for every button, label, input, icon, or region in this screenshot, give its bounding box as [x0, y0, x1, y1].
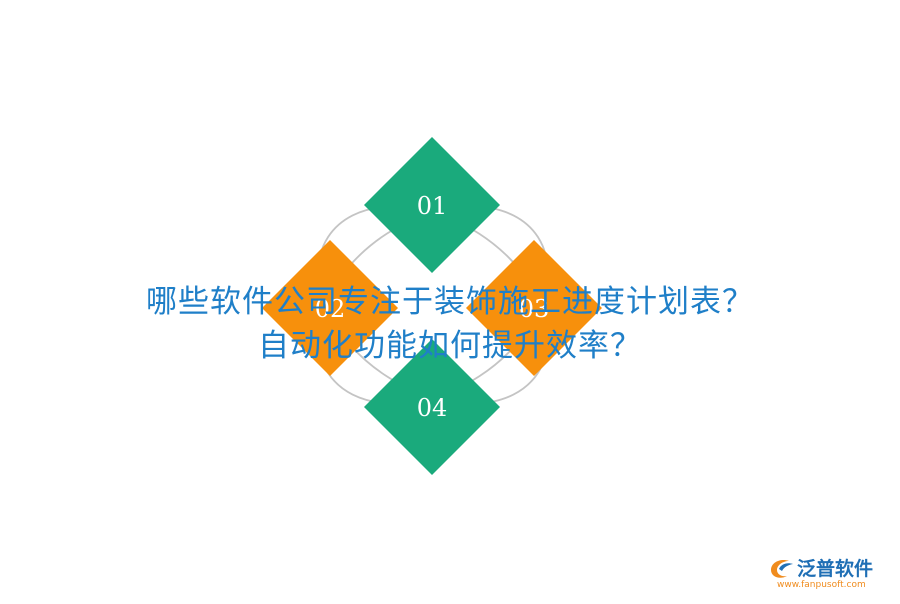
- fanpu-logo-icon: [771, 560, 793, 578]
- diamond-01-shape: [364, 137, 500, 273]
- brand-name: 泛普软件: [797, 558, 874, 580]
- headline-line-1: 哪些软件公司专注于装饰施工进度计划表？: [146, 284, 754, 320]
- diamond-01: 01: [364, 137, 500, 273]
- diamond-01-label: 01: [417, 192, 448, 220]
- diamond-04: 04: [364, 339, 500, 475]
- diamond-04-label: 04: [417, 394, 448, 422]
- diamond-03-label: 03: [519, 295, 550, 323]
- petal-ellipse-2: [317, 205, 549, 405]
- brand-watermark: 泛普软件 www.fanpusoft.com: [765, 552, 893, 592]
- headline: 哪些软件公司专注于装饰施工进度计划表？ 自动化功能如何提升效率？: [0, 280, 900, 368]
- diamond-04-shape: [364, 339, 500, 475]
- diamond-02-label: 02: [315, 295, 346, 323]
- diamond-03-shape: [466, 240, 602, 376]
- headline-line-2: 自动化功能如何提升效率？: [258, 328, 642, 364]
- brand-url: www.fanpusoft.com: [777, 580, 866, 590]
- diamond-02-shape: [262, 240, 398, 376]
- diamond-03: 03: [466, 240, 602, 376]
- diamond-02: 02: [262, 240, 398, 376]
